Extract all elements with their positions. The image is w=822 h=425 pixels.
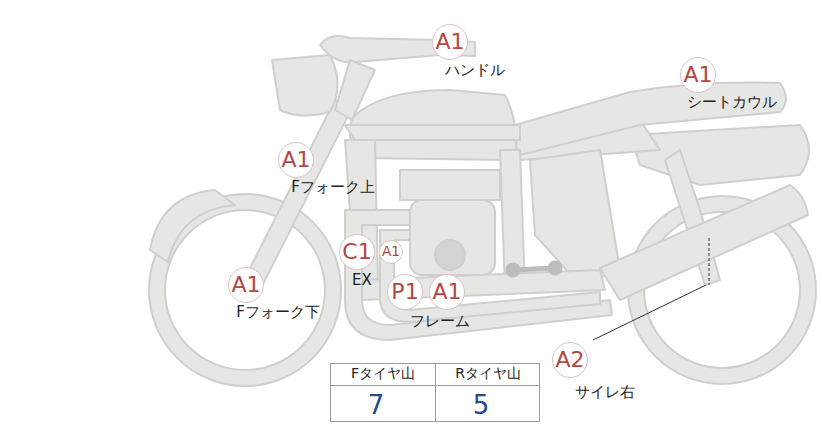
callout-number: A1 bbox=[435, 31, 464, 53]
part-name: ハンドル bbox=[445, 61, 505, 80]
part-name: EX bbox=[352, 271, 372, 289]
callout-number: A1 bbox=[281, 149, 310, 171]
callout-number: A1 bbox=[432, 281, 461, 303]
callout-number: A1 bbox=[683, 64, 712, 86]
callout-marker: P1 bbox=[387, 274, 423, 310]
callout-number: C1 bbox=[342, 241, 371, 263]
callout-marker: A1 bbox=[379, 240, 403, 264]
part-name: シートカウル bbox=[687, 93, 777, 112]
callout-marker: A1フレーム bbox=[429, 274, 465, 310]
callout-circle: A1 bbox=[228, 267, 264, 303]
callout-circle: A1 bbox=[680, 57, 716, 93]
callout-circle: P1 bbox=[387, 274, 423, 310]
part-name: フレーム bbox=[410, 312, 470, 331]
callout-circle: C1 bbox=[339, 234, 375, 270]
callout-marker: A1Fフォーク下 bbox=[228, 267, 264, 303]
part-name: サイレ右 bbox=[575, 383, 635, 402]
callout-marker: A1Fフォーク上 bbox=[278, 142, 314, 178]
callout-marker: A1シートカウル bbox=[680, 57, 716, 93]
callout-number: A1 bbox=[231, 274, 260, 296]
callout-circle: A1 bbox=[278, 142, 314, 178]
callout-circle: A1 bbox=[432, 24, 468, 60]
table-header: Fタイヤ山 bbox=[351, 365, 415, 383]
table-value: 5 bbox=[473, 390, 490, 420]
part-name: Fフォーク上 bbox=[291, 178, 375, 197]
table-value: 7 bbox=[368, 390, 385, 420]
callout-marker: A2サイレ右 bbox=[552, 342, 588, 378]
callout-number: A2 bbox=[555, 349, 584, 371]
table-header: Rタイヤ山 bbox=[455, 365, 521, 383]
tire-table bbox=[330, 363, 540, 422]
callout-circle: A1 bbox=[379, 240, 403, 264]
callout-number: P1 bbox=[391, 281, 418, 303]
callout-marker: A1ハンドル bbox=[432, 24, 468, 60]
part-name: Fフォーク下 bbox=[236, 303, 320, 322]
callout-circle: A2 bbox=[552, 342, 588, 378]
callout-number: A1 bbox=[382, 245, 400, 259]
callout-marker: C1EX bbox=[339, 234, 375, 270]
callout-circle: A1 bbox=[429, 274, 465, 310]
